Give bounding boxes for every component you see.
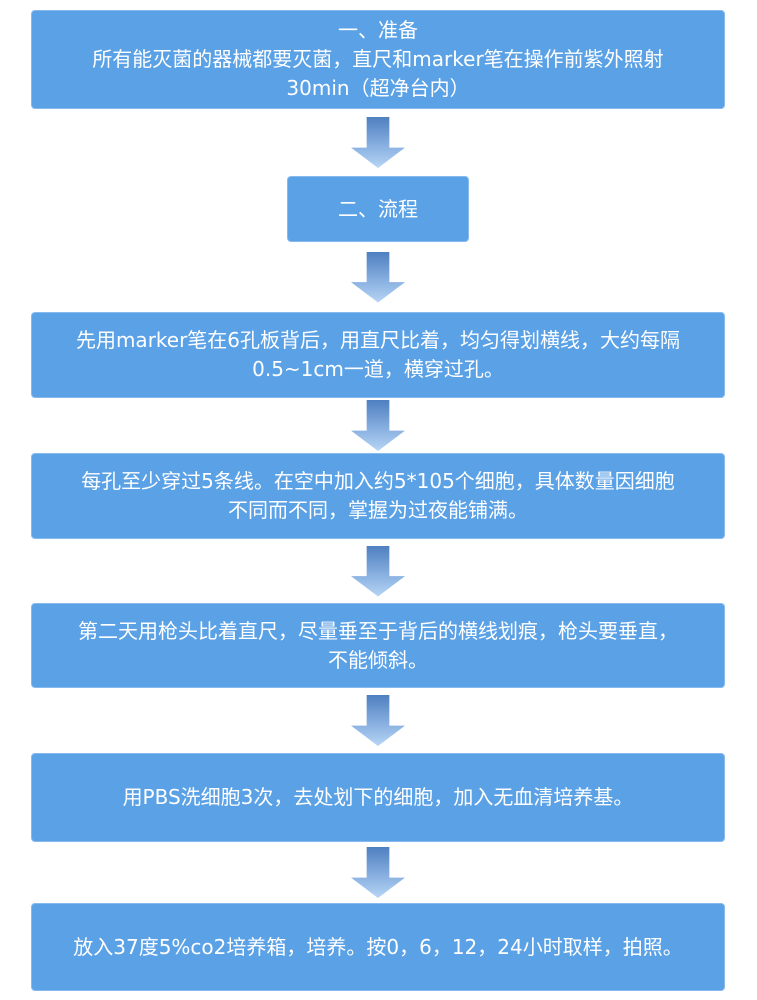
arrow-down-icon	[351, 251, 405, 303]
step-preparation-text: 一、准备 所有能灭菌的器械都要灭菌，直尺和marker笔在操作前紫外照射 30m…	[92, 18, 664, 100]
step-scratch-text: 第二天用枪头比着直尺，尽量垂至于背后的横线划痕，枪头要垂直， 不能倾斜。	[78, 618, 678, 672]
step-box-draw-lines: 先用marker笔在6孔板背后，用直尺比着，均匀得划横线，大约每隔 0.5~1c…	[31, 312, 725, 398]
step-wash-pbs-text: 用PBS洗细胞3次，去处划下的细胞，加入无血清培养基。	[122, 785, 634, 809]
arrow-down-icon	[351, 695, 405, 746]
step-process-title-text: 二、流程	[338, 196, 418, 221]
connector-2	[31, 242, 725, 312]
step-draw-lines-text: 先用marker笔在6孔板背后，用直尺比着，均匀得划横线，大约每隔 0.5~1c…	[75, 328, 681, 381]
step-seed-cells-text: 每孔至少穿过5条线。在空中加入约5*105个细胞，具体数量因细胞 不同而不同，掌…	[81, 469, 675, 522]
step-box-scratch: 第二天用枪头比着直尺，尽量垂至于背后的横线划痕，枪头要垂直， 不能倾斜。	[31, 603, 725, 688]
arrow-down-icon	[351, 400, 405, 451]
connector-1	[31, 109, 725, 176]
step-incubate-sample-text: 放入37度5%co2培养箱，培养。按0，6，12，24小时取样，拍照。	[73, 934, 683, 959]
step-box-wash-pbs: 用PBS洗细胞3次，去处划下的细胞，加入无血清培养基。	[31, 753, 725, 842]
connector-5	[31, 688, 725, 753]
arrow-down-icon	[351, 545, 405, 597]
step-box-incubate-sample: 放入37度5%co2培养箱，培养。按0，6，12，24小时取样，拍照。	[31, 903, 725, 991]
step-box-seed-cells: 每孔至少穿过5条线。在空中加入约5*105个细胞，具体数量因细胞 不同而不同，掌…	[31, 453, 725, 539]
step-box-process-title: 二、流程	[287, 176, 469, 242]
arrow-down-icon	[351, 117, 405, 168]
connector-3	[31, 398, 725, 453]
connector-6	[31, 842, 725, 903]
connector-4	[31, 539, 725, 603]
arrow-down-icon	[351, 847, 405, 898]
flowchart: 一、准备 所有能灭菌的器械都要灭菌，直尺和marker笔在操作前紫外照射 30m…	[31, 0, 725, 991]
step-box-preparation: 一、准备 所有能灭菌的器械都要灭菌，直尺和marker笔在操作前紫外照射 30m…	[31, 10, 725, 109]
